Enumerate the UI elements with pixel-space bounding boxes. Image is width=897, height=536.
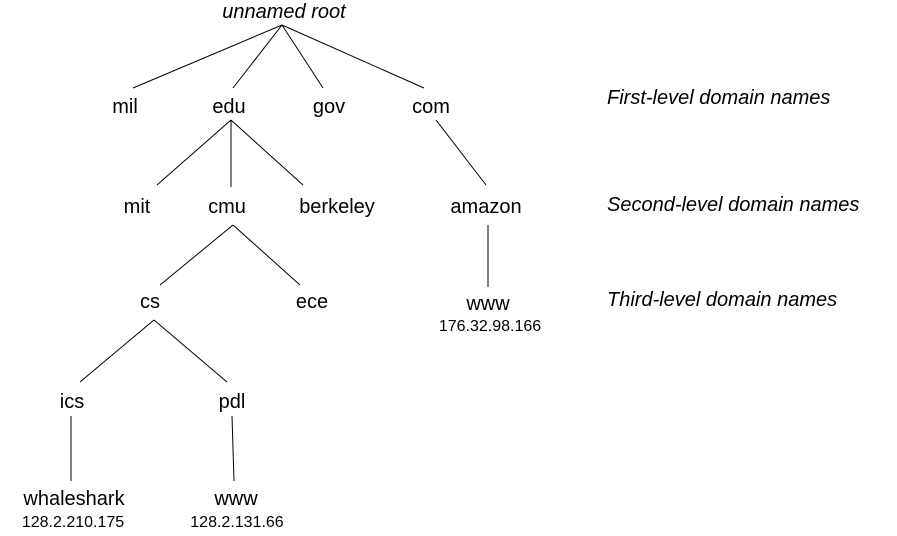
edge-cs-pdl [153, 319, 228, 383]
node-amazon: amazon [450, 196, 521, 218]
level-label-third: Third-level domain names [607, 289, 837, 311]
node-pdl: pdl [219, 391, 246, 413]
node-cmu: cmu [208, 196, 246, 218]
edge-cs-ics [79, 319, 155, 383]
node-amazon-www: www [465, 293, 510, 315]
level-label-second: Second-level domain names [607, 194, 859, 216]
node-ece: ece [296, 291, 328, 313]
edge-edu-mit [156, 119, 232, 186]
edge-pdl-www [231, 415, 235, 482]
node-berkeley: berkeley [299, 196, 375, 218]
root-node-label: unnamed root [222, 1, 347, 23]
level-label-first: First-level domain names [607, 87, 830, 109]
edge-cmu-ece [232, 224, 301, 286]
edge-com-amazon [435, 119, 487, 186]
node-mil: mil [112, 96, 138, 118]
node-com: com [412, 96, 450, 118]
node-gov: gov [313, 96, 345, 118]
edge-edu-berkeley [230, 119, 304, 186]
node-pdl-www: www [213, 488, 258, 510]
node-mit: mit [124, 196, 151, 218]
edge-root-mil [132, 24, 283, 89]
node-cs: cs [140, 291, 160, 313]
node-edu: edu [212, 96, 245, 118]
address-amazon-www: 176.32.98.166 [439, 318, 541, 335]
tree-edges [70, 24, 489, 482]
node-ics: ics [60, 391, 84, 413]
address-whaleshark: 128.2.210.175 [22, 514, 124, 531]
address-pdl-www: 128.2.131.66 [190, 514, 284, 531]
edge-cmu-cs [159, 224, 234, 286]
node-whaleshark: whaleshark [22, 488, 125, 510]
edge-root-com [281, 24, 425, 89]
edge-root-edu [232, 24, 283, 89]
edge-root-gov [281, 24, 324, 89]
